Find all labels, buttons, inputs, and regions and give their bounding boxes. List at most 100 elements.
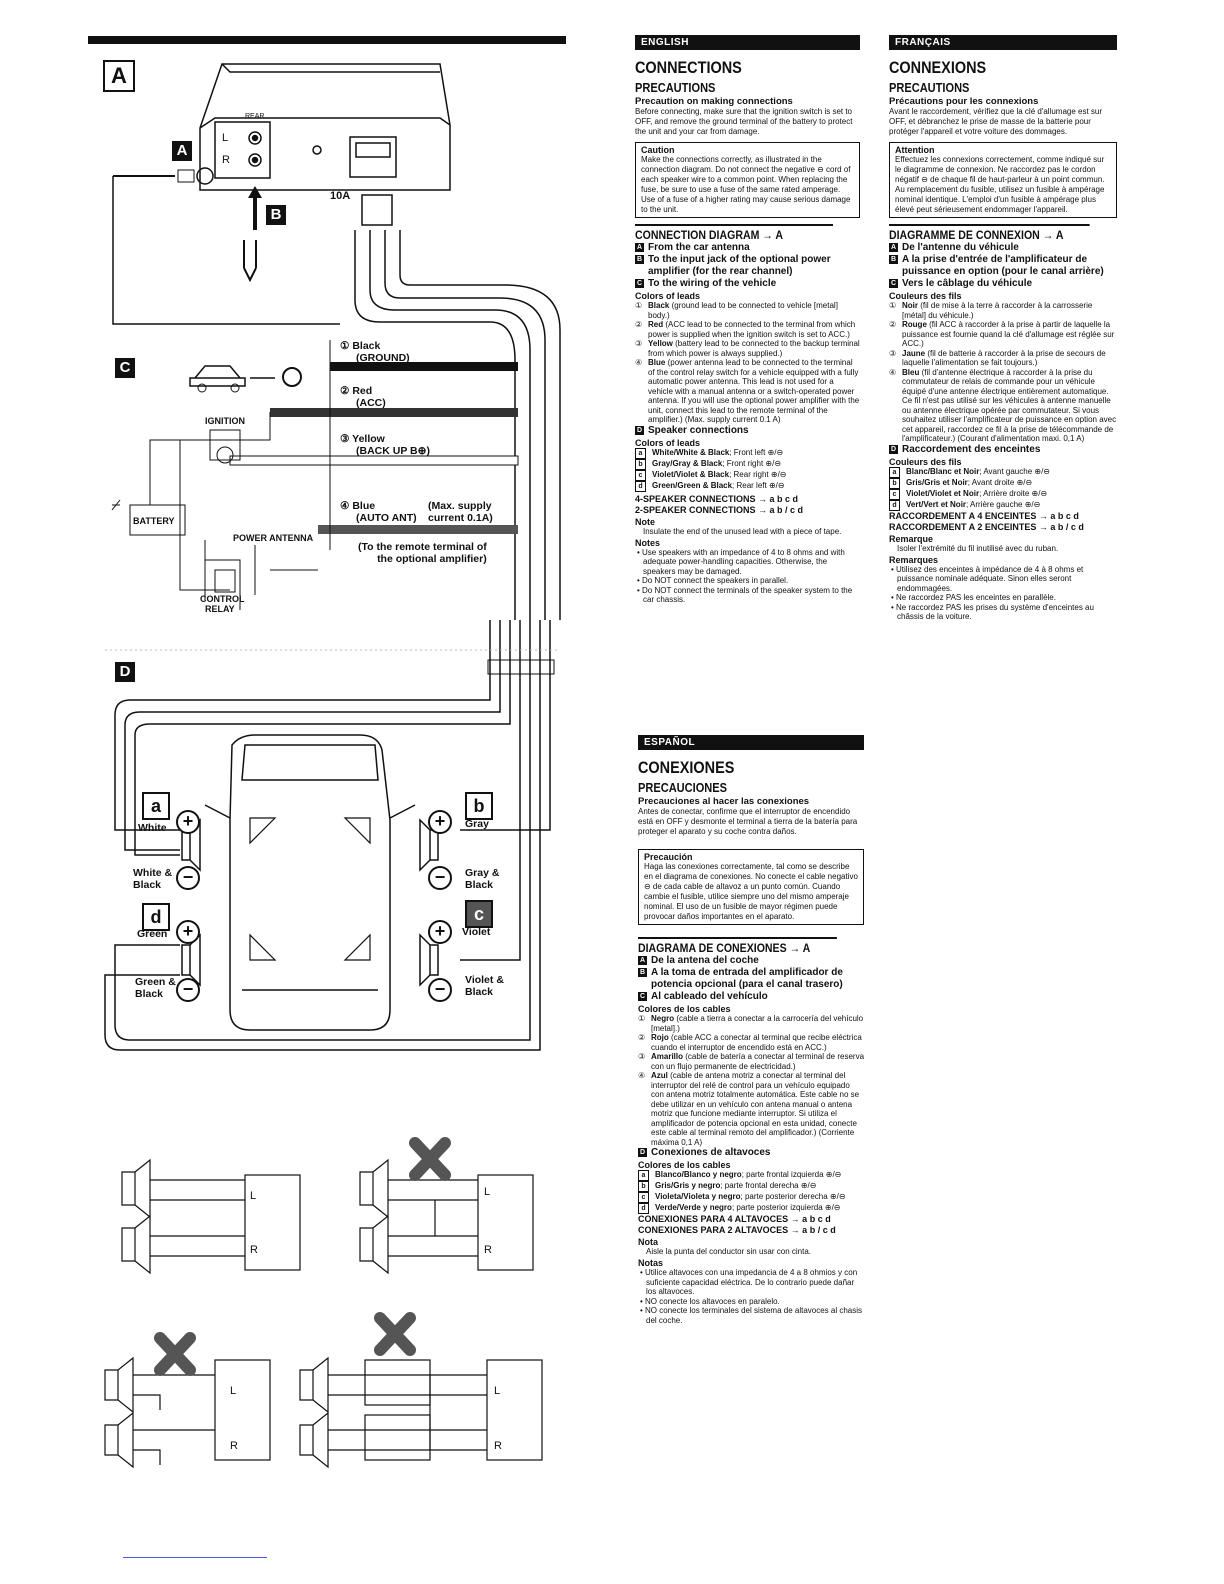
diagram-heading: DIAGRAMME DE CONNEXION → A [889, 224, 1090, 242]
section-title: CONEXIONES [638, 758, 735, 777]
note-heading: Note [635, 516, 655, 527]
notes-heading: Notes [635, 537, 661, 548]
caution-text: Make the connections correctly, as illus… [641, 155, 851, 214]
wiring-l: L [250, 1190, 257, 1202]
speaker-b-plus: Gray [465, 818, 489, 830]
precaution-subheading: Precauciones al hacer las conexiones [638, 796, 810, 807]
l-label: L [222, 132, 229, 144]
conn-2: RACCORDEMENT A 2 ENCEINTES → a b / c d [889, 521, 1084, 532]
wiring-r: R [230, 1440, 238, 1452]
note-bullet: • Utilice altavoces con una impedancia d… [640, 1268, 858, 1296]
precautions-heading: PRECAUTIONS [635, 80, 716, 95]
wiring-r: R [250, 1244, 258, 1256]
note-bullet: • Utilisez des enceintes à impédance de … [891, 564, 1084, 593]
note-bullet: • Use speakers with an impedance of 4 to… [637, 547, 845, 576]
caution-box: Attention Effectuez les connexions corre… [889, 142, 1117, 218]
note-bullet: • NO conecte los terminales del sistema … [640, 1306, 863, 1325]
conn-2: CONEXIONES PARA 2 ALTAVOCES → a b / c d [638, 1225, 836, 1235]
plus-icon: + [428, 810, 452, 834]
minus-icon: − [428, 978, 452, 1002]
plus-icon: + [428, 920, 452, 944]
diagram-heading: CONNECTION DIAGRAM → A [635, 224, 833, 242]
section-title: CONNEXIONS [889, 58, 987, 77]
minus-icon: − [176, 978, 200, 1002]
note-heading: Nota [638, 1237, 658, 1247]
minus-icon: − [428, 866, 452, 890]
caution-box: Precaución Haga las conexiones correctam… [638, 849, 864, 925]
note-heading: Remarque [889, 533, 934, 544]
conn-4: CONEXIONES PARA 4 ALTAVOCES → a b c d [638, 1214, 831, 1224]
head-unit [199, 63, 451, 226]
plus-icon: + [176, 810, 200, 834]
precaution-subheading: Precaution on making connections [635, 96, 793, 107]
wiring-examples [104, 1158, 543, 1469]
red-wire [270, 408, 518, 417]
r-label: R [222, 154, 230, 166]
battery-label: BATTERY [133, 516, 175, 526]
caution-title: Caution [641, 145, 675, 155]
wiring-l: L [494, 1385, 501, 1397]
note-text: Isoler l'extrémité du fil inutilisé avec… [897, 543, 1059, 553]
speaker-d-badge: d [142, 903, 170, 931]
note-text: Aisle la punta del conductor sin usar co… [646, 1247, 811, 1256]
precaution-text: Before connecting, make sure that the ig… [635, 107, 853, 136]
section-d-marker: D [115, 662, 135, 682]
top-rule [88, 36, 566, 44]
section-title: CONNECTIONS [635, 58, 742, 77]
note-text: Insulate the end of the unused lead with… [643, 526, 842, 536]
english-column: ENGLISH CONNECTIONS PRECAUTIONS Precauti… [635, 35, 860, 605]
note-bullet: • NO conecte los altavoces en paralelo. [640, 1296, 780, 1306]
speaker-a-plus: White [138, 822, 167, 834]
section-b-marker: B [266, 205, 286, 225]
blue-wire [318, 525, 518, 534]
ignition-label: IGNITION [205, 416, 245, 426]
colors-heading: Couleurs des fils [889, 291, 962, 301]
wiring-l: L [230, 1385, 237, 1397]
notes-heading: Notas [638, 1258, 664, 1268]
lang-bar: ENGLISH [635, 35, 860, 50]
colors-heading: Colors of leads [635, 437, 701, 448]
caution-title: Precaución [644, 852, 693, 862]
colors-heading: Colores de los cables [638, 1004, 731, 1014]
car-outline [204, 734, 416, 1031]
lead-1: ① Black(GROUND) [340, 340, 410, 364]
caution-box: Caution Make the connections correctly, … [635, 142, 860, 218]
conn-4: 4-SPEAKER CONNECTIONS → a b c d [635, 493, 799, 504]
speaker-c-minus: Violet & Black [465, 974, 504, 998]
speaker-c-badge: c [465, 900, 493, 928]
speaker-a-minus: White & Black [133, 867, 173, 891]
plus-icon: + [176, 920, 200, 944]
caution-text: Haga las conexiones correctamente, tal c… [644, 862, 858, 921]
spanish-column: ESPAÑOL CONEXIONES PRECAUCIONES Precauci… [638, 735, 864, 1325]
colors-heading: Colors of leads [635, 291, 701, 301]
french-column: FRANÇAIS CONNEXIONS PRECAUTIONS Précauti… [889, 35, 1117, 622]
speaker-b-badge: b [465, 792, 493, 820]
